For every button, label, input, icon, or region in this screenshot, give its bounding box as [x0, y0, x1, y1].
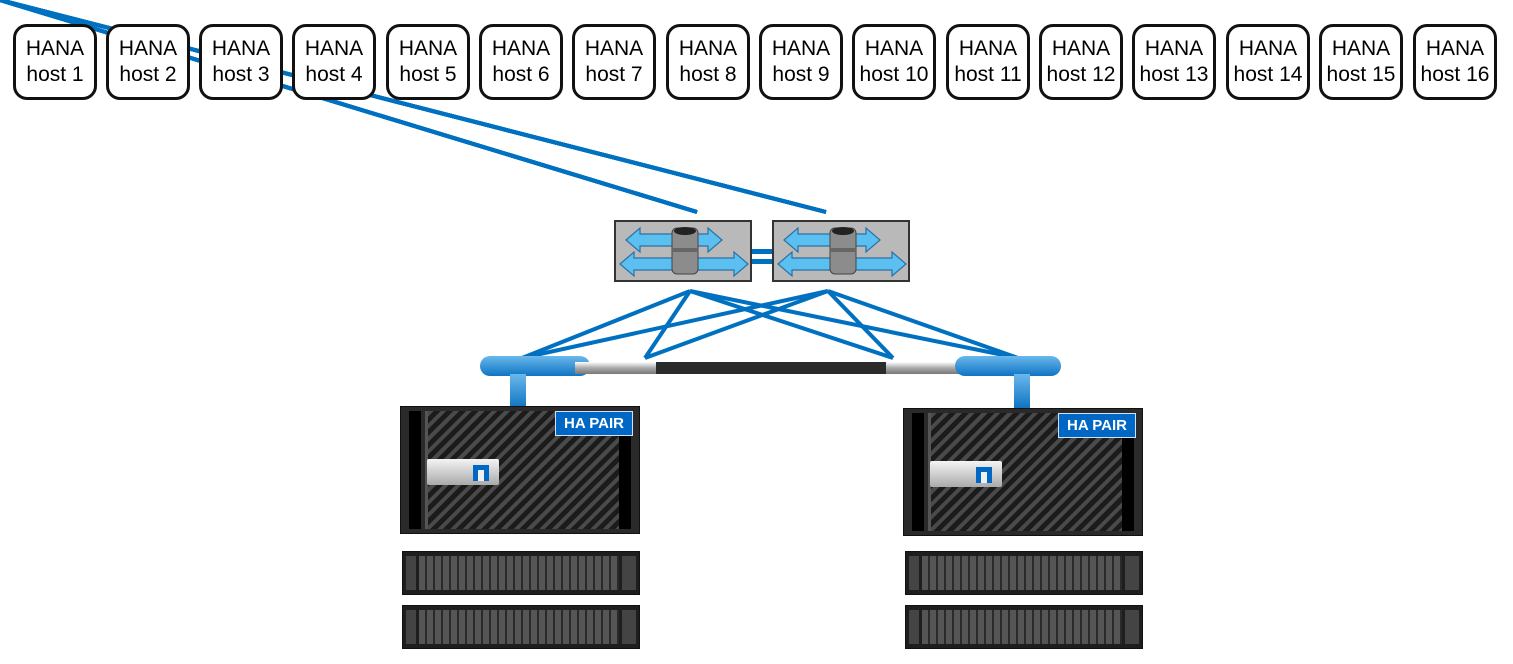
host-label-line2: host 15: [1326, 63, 1396, 86]
host-label-line1: HANA: [771, 37, 831, 60]
host-label-line2: host 14: [1233, 63, 1303, 86]
disk-shelf: [905, 605, 1143, 649]
network-switch-2: [772, 220, 910, 282]
ha-pair-badge: HA PAIR: [555, 411, 633, 436]
cable-end: [886, 362, 968, 374]
host-label-line1: HANA: [1238, 37, 1298, 60]
host-label-line1: HANA: [864, 37, 924, 60]
network-link: [521, 289, 829, 360]
hana-host-4: HANA host 4: [292, 24, 376, 100]
host-label-line1: HANA: [584, 37, 644, 60]
network-link: [689, 289, 1019, 360]
host-label-line2: host 2: [119, 63, 177, 86]
host-label-line1: HANA: [958, 37, 1018, 60]
cable-end: [575, 362, 657, 374]
host-label-line2: host 3: [212, 63, 270, 86]
hana-host-6: HANA host 6: [479, 24, 563, 100]
hana-host-7: HANA host 7: [572, 24, 656, 100]
hana-host-3: HANA host 3: [199, 24, 283, 100]
network-link: [644, 289, 829, 360]
hana-host-14: HANA host 14: [1226, 24, 1310, 100]
host-label-line1: HANA: [304, 37, 364, 60]
disk-shelf: [402, 551, 640, 595]
host-label-line2: host 11: [954, 63, 1022, 86]
disk-shelf: [905, 551, 1143, 595]
cluster-connector-left: [480, 356, 590, 376]
network-link: [827, 289, 1019, 360]
controller-uplink-left: [510, 374, 526, 408]
inter-switch-link: [752, 259, 772, 264]
host-label-line2: host 10: [859, 63, 929, 86]
host-label-line2: host 5: [399, 63, 457, 86]
host-label-line2: host 12: [1046, 63, 1116, 86]
host-label-line2: host 16: [1420, 63, 1490, 86]
host-label-line1: HANA: [1144, 37, 1204, 60]
host-label-line1: HANA: [398, 37, 458, 60]
netapp-logo-icon: [976, 467, 992, 483]
host-label-line2: host 8: [679, 63, 737, 86]
hana-host-11: HANA host 11: [946, 24, 1030, 100]
host-label-line2: host 1: [26, 63, 84, 86]
netapp-logo-icon: [473, 465, 489, 481]
host-label-line2: host 4: [305, 63, 363, 86]
switch-icon: [777, 226, 907, 278]
inter-switch-link: [752, 249, 772, 254]
host-label-line1: HANA: [1051, 37, 1111, 60]
host-label-line1: HANA: [118, 37, 178, 60]
host-label-line1: HANA: [1425, 37, 1485, 60]
network-link: [689, 289, 894, 360]
disk-shelf: [402, 605, 640, 649]
host-label-line1: HANA: [491, 37, 551, 60]
hana-host-8: HANA host 8: [666, 24, 750, 100]
network-link: [643, 289, 692, 360]
hana-host-1: HANA host 1: [13, 24, 97, 100]
hana-host-2: HANA host 2: [106, 24, 190, 100]
host-label-line2: host 13: [1139, 63, 1209, 86]
hana-host-13: HANA host 13: [1132, 24, 1216, 100]
cluster-connector-right: [955, 356, 1061, 376]
hana-host-16: HANA host 16: [1413, 24, 1497, 100]
host-label-line2: host 7: [585, 63, 643, 86]
host-label-line1: HANA: [678, 37, 738, 60]
network-link: [521, 289, 691, 360]
controller-uplink-right: [1014, 374, 1030, 408]
cluster-interconnect-cable: [656, 362, 886, 374]
hana-host-10: HANA host 10: [852, 24, 936, 100]
hana-host-5: HANA host 5: [386, 24, 470, 100]
hana-host-9: HANA host 9: [759, 24, 843, 100]
network-switch-1: [614, 220, 752, 282]
hana-host-15: HANA host 15: [1319, 24, 1403, 100]
host-label-line2: host 9: [772, 63, 830, 86]
host-label-line2: host 6: [492, 63, 550, 86]
ha-pair-badge: HA PAIR: [1058, 413, 1136, 438]
switch-icon: [619, 226, 749, 278]
hana-host-12: HANA host 12: [1039, 24, 1123, 100]
host-label-line1: HANA: [25, 37, 85, 60]
storage-controller-2: HA PAIR: [903, 408, 1143, 536]
host-label-line1: HANA: [211, 37, 271, 60]
storage-controller-1: HA PAIR: [400, 406, 640, 534]
host-label-line1: HANA: [1331, 37, 1391, 60]
